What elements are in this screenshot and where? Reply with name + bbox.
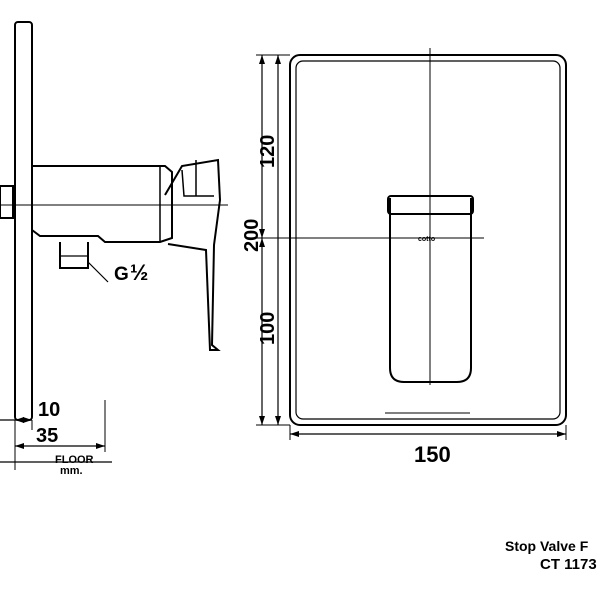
caption-line-2: CT 1173 (540, 556, 597, 573)
inlet-stub (0, 185, 14, 219)
lever-handle (164, 158, 222, 351)
valve-body (31, 165, 173, 243)
dim-text-width: 150 (414, 442, 451, 467)
caption-line-1: Stop Valve F (505, 538, 589, 554)
thread-label: G (114, 264, 129, 285)
side-arrowheads (15, 417, 105, 449)
thread-leader (87, 261, 109, 283)
front-view (256, 48, 567, 440)
thread-size: ½ (130, 260, 148, 285)
cover-plate (289, 54, 567, 426)
side-view (0, 21, 228, 470)
unit-label: mm. (60, 465, 83, 477)
wall-plate (14, 21, 33, 421)
dim-text-depth: 35 (36, 425, 58, 447)
dim-text-total-height: 200 (241, 219, 263, 252)
front-arrowheads (259, 55, 566, 437)
floor-label: FLOOR (55, 454, 94, 466)
dim-text-wall-offset: 10 (38, 399, 60, 421)
dim-text-lower: 100 (257, 312, 279, 345)
brand-mark: cotto (418, 236, 435, 243)
outlet-spout (59, 242, 89, 269)
dim-text-upper: 120 (257, 135, 279, 168)
